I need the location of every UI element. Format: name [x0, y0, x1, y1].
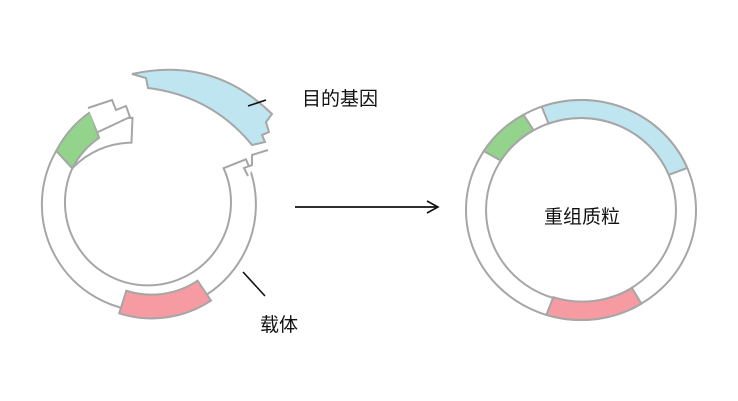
- inserted-gene-segment: [542, 100, 688, 175]
- red-marker-segment: [546, 288, 641, 320]
- vector-ring-main: [42, 151, 256, 311]
- open-vector: [42, 100, 268, 318]
- vector-leader: [243, 272, 265, 296]
- recombinant-label: 重组质粒: [544, 206, 620, 228]
- target-gene-fragment: [132, 70, 272, 145]
- vector-label: 载体: [260, 314, 298, 336]
- green-marker-segment: [484, 115, 534, 161]
- target-gene-label: 目的基因: [302, 88, 378, 110]
